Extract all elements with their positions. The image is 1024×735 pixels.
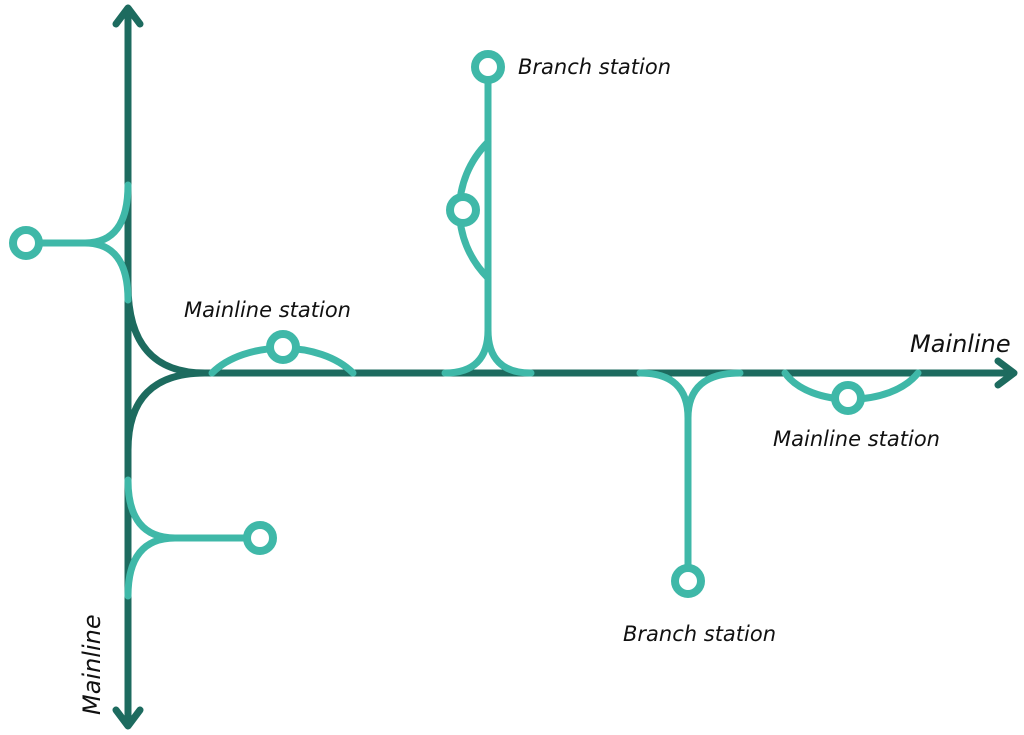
horizontal-mainline — [186, 357, 1018, 389]
left-branch-upper — [34, 181, 132, 304]
vertical-mainline — [112, 4, 144, 730]
mainline-station-right — [831, 381, 865, 415]
branch-passing-station — [446, 193, 480, 227]
label-mainline-station-left: Mainline station — [184, 298, 351, 322]
branch-station-bottom — [671, 564, 705, 598]
station-left-upper — [9, 226, 43, 260]
label-branch-station-top: Branch station — [518, 55, 671, 79]
label-branch-station-bottom: Branch station — [623, 622, 776, 646]
label-mainline-station-right: Mainline station — [773, 427, 940, 451]
branch-station-top — [471, 50, 505, 84]
branch-down — [636, 369, 744, 572]
arrow-down-icon — [112, 706, 144, 730]
label-mainline-horizontal: Mainline — [910, 330, 1011, 358]
branch-up — [441, 76, 535, 377]
arrow-right-icon — [994, 357, 1018, 389]
arrow-up-icon — [112, 4, 144, 28]
mainline-junction — [124, 281, 209, 454]
station-left-lower — [243, 521, 277, 555]
mainline-station-left — [266, 330, 300, 364]
label-mainline-vertical: Mainline — [78, 614, 106, 715]
left-branch-lower — [124, 476, 252, 600]
